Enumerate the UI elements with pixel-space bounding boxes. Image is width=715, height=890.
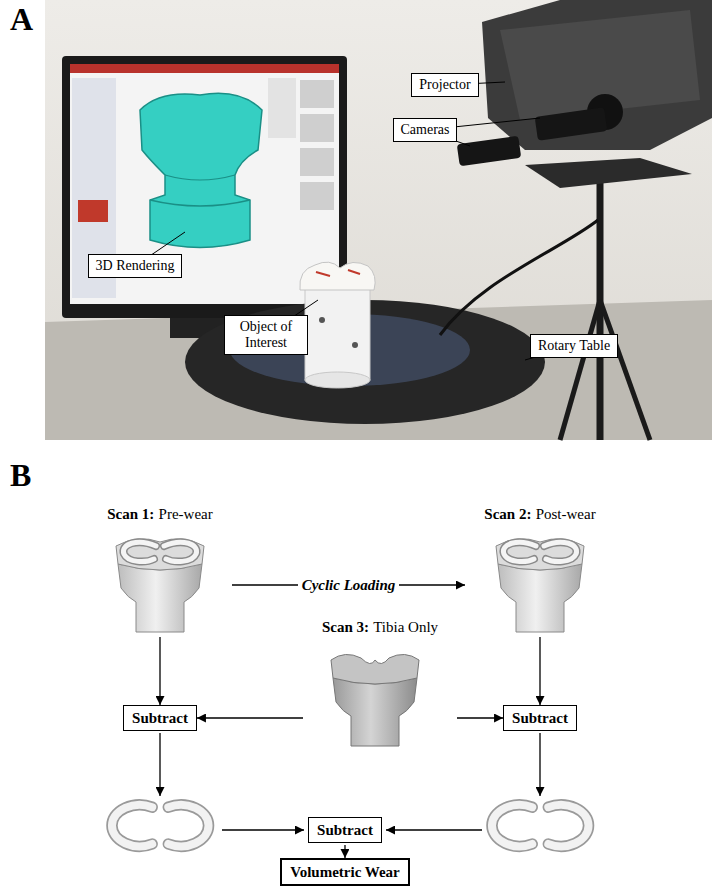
callout-label: Cameras <box>393 118 458 142</box>
callout-label: Projector <box>411 73 478 97</box>
screen-toolbar <box>70 64 339 73</box>
flow-arrow <box>222 829 304 830</box>
photo-background <box>45 0 712 440</box>
scan-panel: Scan 3:Tibia Only <box>305 618 455 748</box>
specimen-mark <box>316 272 330 276</box>
render-edge <box>165 175 235 180</box>
callout-label: 3D Rendering <box>88 254 183 278</box>
box-label: Projector <box>419 77 470 92</box>
tibia-with-menisci <box>116 539 204 632</box>
process-box: Subtract <box>308 817 382 843</box>
specimen-tibia <box>300 262 375 290</box>
box-label: Rotary Table <box>538 338 610 353</box>
render-edge <box>150 200 250 206</box>
screen-thumbnail <box>300 114 334 142</box>
screen-button <box>78 200 108 222</box>
scan-number: Scan 1: <box>107 506 154 522</box>
flow-arrow <box>386 829 482 830</box>
box-label: Object of Interest <box>240 319 292 350</box>
tibia-shaft <box>333 678 417 746</box>
screen-thumbnail <box>300 148 334 176</box>
connector-arrow <box>457 717 503 718</box>
flow-arrow <box>539 733 540 796</box>
flow-arrow <box>159 733 160 796</box>
scan-panel: Scan 2: Post-wear <box>465 505 615 635</box>
connector-arrow <box>344 845 345 858</box>
box-label: Subtract <box>512 710 568 726</box>
screen-panel <box>268 78 296 138</box>
box-label: Cameras <box>401 122 450 137</box>
projector-body <box>482 0 712 150</box>
tripod-leg <box>600 300 650 440</box>
scan-number: Scan 3: <box>322 619 369 635</box>
scan-number: Scan 2: <box>484 506 531 522</box>
screen-thumbnail <box>300 182 334 210</box>
camera <box>457 136 521 166</box>
camera <box>535 107 608 141</box>
holder-screw <box>352 342 358 348</box>
box-label: 3D Rendering <box>96 258 175 273</box>
menisci-pre <box>112 805 209 846</box>
callout-label: Object of Interest <box>224 315 308 355</box>
box-label: Subtract <box>317 822 373 838</box>
box-label: Subtract <box>132 710 188 726</box>
edge-label: Cyclic Loading <box>298 576 400 594</box>
process-box: Subtract <box>503 705 577 731</box>
panel-letter: B <box>10 458 31 493</box>
monitor-screen <box>70 64 339 304</box>
rendered-tibia <box>140 93 262 247</box>
screen-thumbnail <box>300 80 334 108</box>
tibia-plateau <box>331 654 419 684</box>
holder-screw <box>319 317 325 323</box>
scan-title: Pre-wear <box>159 506 213 522</box>
holder-base <box>305 372 370 388</box>
menisci-post <box>492 805 589 846</box>
panel-letter: A <box>10 2 33 37</box>
connector-arrow <box>159 637 160 705</box>
specimen-mark <box>348 270 360 274</box>
specimen-holder <box>305 285 370 380</box>
connector-arrow <box>197 717 303 718</box>
tibia-only <box>331 654 419 746</box>
result-box: Volumetric Wear <box>280 858 410 886</box>
tripod-leg <box>560 300 600 440</box>
scanner-plate <box>525 158 692 188</box>
scan-title: Post-wear <box>536 506 596 522</box>
connector-arrow <box>539 637 540 705</box>
tibia-with-menisci <box>496 539 584 632</box>
desk-surface <box>45 300 712 440</box>
callout-label: Rotary Table <box>530 334 618 358</box>
scan-panel: Scan 1: Pre-wear <box>90 505 230 635</box>
cable <box>440 220 598 335</box>
process-box: Subtract <box>123 705 197 731</box>
box-label: Volumetric Wear <box>290 864 400 880</box>
scan-title: Tibia Only <box>373 619 438 635</box>
